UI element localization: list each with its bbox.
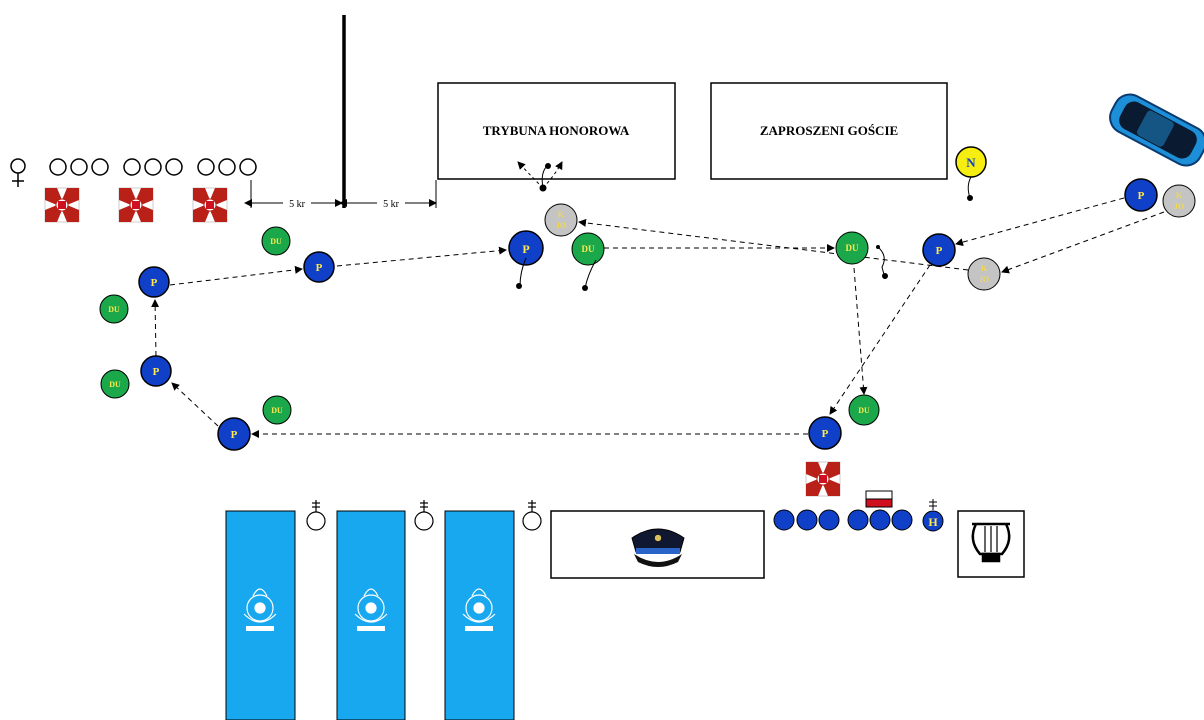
svg-text:K: K [558, 210, 565, 219]
svg-text:DU: DU [858, 406, 870, 415]
staff-officer-icon [522, 500, 542, 531]
salute-arrows [517, 161, 563, 192]
fire-service-emblem-icon [462, 588, 496, 631]
regimental-flag-icon [118, 187, 154, 223]
reception-marker-tribune: K JO [544, 203, 578, 237]
deputy-marker-3: DU [100, 369, 130, 399]
commander-marker-1: P [138, 266, 170, 298]
svg-text:H: H [928, 515, 938, 529]
notary-marker: N [955, 146, 987, 201]
lyre-icon [971, 522, 1011, 563]
guests-box [710, 82, 948, 180]
soldier-row [49, 158, 257, 176]
distance-left-label: 5 kr [289, 199, 306, 210]
reception-marker-right: K JO [967, 257, 1001, 291]
svg-text:JO: JO [1174, 202, 1184, 211]
svg-text:DU: DU [270, 237, 282, 246]
deputy-marker-tribune: DU [571, 232, 605, 291]
regimental-flag-icon [44, 187, 80, 223]
commander-marker-car: P [1124, 178, 1158, 212]
svg-text:DU: DU [109, 380, 121, 389]
regimental-flag-icon [805, 461, 841, 497]
commander-marker-tribune: P [508, 230, 544, 289]
svg-text:P: P [316, 262, 323, 274]
distance-right-label: 5 kr [383, 199, 400, 210]
svg-text:P: P [1138, 190, 1145, 202]
fire-service-emblem-icon [243, 588, 277, 631]
commander-marker-3: P [140, 355, 172, 387]
svg-text:P: P [822, 428, 829, 440]
march-route [151, 197, 1165, 438]
svg-text:K: K [981, 264, 988, 273]
deputy-marker-2: DU [99, 294, 129, 324]
polish-flag-icon [865, 490, 893, 508]
svg-text:P: P [153, 366, 160, 378]
deputy-marker-6: DU [848, 394, 880, 426]
deputy-marker-4: DU [262, 395, 292, 425]
svg-text:P: P [522, 242, 529, 256]
commander-marker-2: P [303, 251, 335, 283]
commander-marker-6: P [922, 233, 956, 267]
svg-text:DU: DU [846, 243, 859, 253]
svg-text:DU: DU [582, 244, 595, 254]
unit-banner-3 [444, 510, 515, 720]
commander-marker-4: P [217, 417, 251, 451]
band-members [773, 509, 913, 531]
svg-text:P: P [151, 277, 158, 289]
unit-banner-1 [225, 510, 296, 720]
svg-text:P: P [231, 429, 238, 441]
uniform-cap-icon [631, 528, 685, 567]
svg-text:DU: DU [271, 406, 283, 415]
honor-tribune-label: TRYBUNA HONOROWA [483, 123, 630, 138]
female-symbol-icon [10, 158, 26, 187]
svg-text:JO: JO [556, 221, 566, 230]
unit-banner-2 [336, 510, 406, 720]
fire-service-emblem-icon [354, 588, 388, 631]
car-icon [1109, 93, 1204, 167]
commander-marker-5: P [808, 416, 842, 450]
guests-label: ZAPROSZENI GOŚCIE [760, 123, 898, 138]
deputy-marker-5: DU [835, 231, 888, 279]
svg-text:P: P [936, 245, 943, 257]
staff-officer-icon [306, 500, 326, 531]
svg-text:K: K [1176, 191, 1183, 200]
reception-marker-car: K JO [1162, 184, 1196, 218]
deputy-marker-1: DU [261, 226, 291, 256]
svg-text:N: N [966, 155, 976, 170]
band-head-marker: H [922, 499, 944, 532]
svg-text:JO: JO [979, 275, 989, 284]
staff-officer-icon [414, 500, 434, 531]
regimental-flag-icon [192, 187, 228, 223]
svg-text:DU: DU [108, 305, 120, 314]
